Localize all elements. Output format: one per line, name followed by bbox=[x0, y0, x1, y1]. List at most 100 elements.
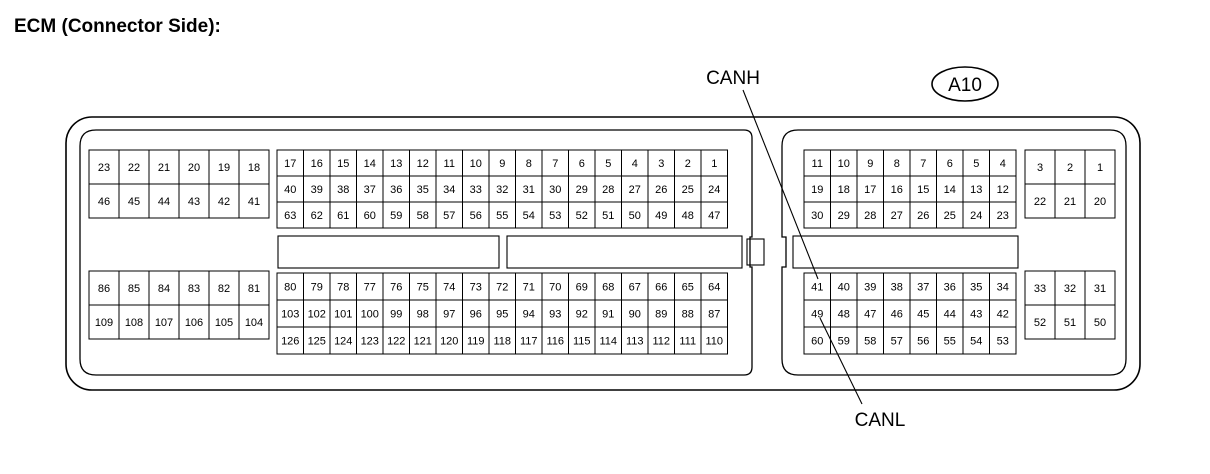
pin-number: 32 bbox=[496, 184, 508, 196]
latch-notch bbox=[746, 238, 765, 266]
pin-number: 41 bbox=[248, 196, 260, 208]
pin-number: 67 bbox=[629, 282, 641, 294]
pin-number: 30 bbox=[811, 210, 823, 222]
pin-number: 8 bbox=[526, 158, 532, 170]
left-block-outline bbox=[79, 129, 753, 376]
connector-id-oval bbox=[931, 66, 999, 102]
pin-number: 39 bbox=[864, 282, 876, 294]
pin-number: 19 bbox=[811, 184, 823, 196]
pin-number: 64 bbox=[708, 282, 720, 294]
pin-number: 35 bbox=[970, 282, 982, 294]
latch-left-1 bbox=[277, 235, 500, 269]
canh-label: CANH bbox=[706, 68, 760, 89]
pin-number: 106 bbox=[185, 317, 203, 329]
latch-left-2 bbox=[506, 235, 743, 269]
pin-number: 11 bbox=[812, 158, 823, 170]
pin-number: 120 bbox=[440, 336, 458, 348]
pin-number: 95 bbox=[496, 309, 508, 321]
pin-number: 18 bbox=[248, 162, 260, 174]
pin-number: 39 bbox=[311, 184, 323, 196]
pin-number: 75 bbox=[417, 282, 429, 294]
pin-number: 83 bbox=[188, 283, 200, 295]
pin-number: 78 bbox=[337, 282, 349, 294]
pin-number: 125 bbox=[308, 336, 326, 348]
pin-number: 96 bbox=[470, 309, 482, 321]
pin-number: 6 bbox=[579, 158, 585, 170]
pin-number: 29 bbox=[838, 210, 850, 222]
pin-number: 80 bbox=[284, 282, 296, 294]
pin-number: 22 bbox=[128, 162, 140, 174]
pin-number: 23 bbox=[98, 162, 110, 174]
pin-number: 3 bbox=[1037, 162, 1043, 174]
pin-number: 101 bbox=[334, 309, 352, 321]
pin-number: 40 bbox=[284, 184, 296, 196]
pin-number: 58 bbox=[864, 336, 876, 348]
pin-number: 44 bbox=[944, 309, 956, 321]
pin-number: 30 bbox=[549, 184, 561, 196]
pin-number: 69 bbox=[576, 282, 588, 294]
pin-number: 97 bbox=[443, 309, 455, 321]
connector-id-label: A10 bbox=[948, 75, 982, 96]
pin-number: 62 bbox=[311, 210, 323, 222]
pin-number: 29 bbox=[576, 184, 588, 196]
pin-number: 23 bbox=[997, 210, 1009, 222]
pin-number: 33 bbox=[1034, 283, 1046, 295]
pin-cell bbox=[700, 326, 728, 355]
pin-number: 45 bbox=[128, 196, 140, 208]
page-title: ECM (Connector Side): bbox=[14, 16, 221, 37]
pin-number: 38 bbox=[337, 184, 349, 196]
pin-number: 37 bbox=[917, 282, 929, 294]
pin-number: 14 bbox=[364, 158, 376, 170]
pin-number: 113 bbox=[626, 336, 644, 348]
pin-number: 20 bbox=[188, 162, 200, 174]
pin-number: 51 bbox=[602, 210, 614, 222]
pin-number: 31 bbox=[1094, 283, 1106, 295]
pin-number: 4 bbox=[632, 158, 638, 170]
pin-number: 27 bbox=[891, 210, 903, 222]
pin-number: 88 bbox=[682, 309, 694, 321]
pin-number: 31 bbox=[523, 184, 535, 196]
pin-number: 28 bbox=[864, 210, 876, 222]
pin-number: 38 bbox=[891, 282, 903, 294]
pin-number: 74 bbox=[443, 282, 455, 294]
pin-cell bbox=[700, 201, 728, 229]
pin-number: 17 bbox=[284, 158, 296, 170]
pin-number: 46 bbox=[98, 196, 110, 208]
pin-number: 56 bbox=[917, 336, 929, 348]
pin-number: 13 bbox=[970, 184, 982, 196]
pin-number: 116 bbox=[546, 336, 564, 348]
pin-number: 15 bbox=[337, 158, 349, 170]
canl-label: CANL bbox=[855, 410, 906, 431]
pin-number: 16 bbox=[311, 158, 323, 170]
pin-number: 87 bbox=[708, 309, 720, 321]
pin-number: 85 bbox=[128, 283, 140, 295]
pin-number: 10 bbox=[838, 158, 850, 170]
pin-number: 45 bbox=[917, 309, 929, 321]
pin-number: 46 bbox=[891, 309, 903, 321]
pin-number: 16 bbox=[891, 184, 903, 196]
pin-number: 22 bbox=[1034, 196, 1046, 208]
pin-number: 56 bbox=[470, 210, 482, 222]
pin-number: 14 bbox=[944, 184, 956, 196]
pin-number: 21 bbox=[158, 162, 170, 174]
pin-number: 65 bbox=[682, 282, 694, 294]
pin-number: 94 bbox=[523, 309, 535, 321]
pin-number: 28 bbox=[602, 184, 614, 196]
pin-number: 73 bbox=[470, 282, 482, 294]
pin-number: 59 bbox=[838, 336, 850, 348]
pin-number: 48 bbox=[682, 210, 694, 222]
pin-number: 81 bbox=[248, 283, 260, 295]
pin-number: 13 bbox=[390, 158, 402, 170]
pin-number: 98 bbox=[417, 309, 429, 321]
pin-number: 86 bbox=[98, 283, 110, 295]
pin-number: 1 bbox=[1097, 162, 1103, 174]
pin-number: 20 bbox=[1094, 196, 1106, 208]
pin-number: 15 bbox=[917, 184, 929, 196]
pin-number: 89 bbox=[655, 309, 667, 321]
pin-number: 4 bbox=[1000, 158, 1006, 170]
pin-number: 2 bbox=[685, 158, 691, 170]
